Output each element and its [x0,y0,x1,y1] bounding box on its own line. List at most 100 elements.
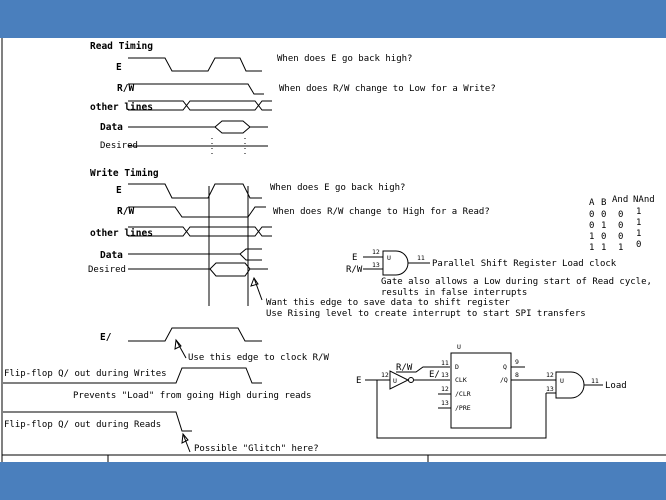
note-clock: Use this edge to clock R/W [188,353,329,363]
note-prevents: Prevents "Load" from going High during r… [73,391,311,401]
truth-cell: 1 [589,243,594,253]
gate-pin: 11 [417,254,425,262]
truth-cell: 1 [589,232,594,242]
circuit-ebar-label: E/ [429,370,440,380]
read-rw-label: R/W [117,83,134,94]
circuit-pin: 11 [591,377,599,385]
ff-pin-q: Q [503,363,507,371]
read-other-waveform [128,100,272,111]
circuit-pin: 13 [546,385,554,393]
note-gate2: results in false interrupts [381,288,527,298]
ff-pin-clk: CLK [455,376,467,384]
truth-cell: 1 [601,221,606,231]
write-title: Write Timing [90,168,159,179]
ff-reads-waveform [3,411,192,432]
gate-e-label: E [352,253,357,263]
read-q1: When does E go back high? [277,54,412,64]
truth-cell: 0 [618,221,623,231]
write-e-waveform [128,183,262,199]
write-desired-label: Desired [88,265,126,275]
truth-header-b: B [601,198,606,208]
write-desired-waveform [128,262,268,277]
and-gate-unit: U [560,377,564,385]
circuit-pin: 12 [546,371,554,379]
flipflop-box [450,352,512,429]
truth-cell: 0 [589,221,594,231]
circuit-pin: 13 [441,399,449,407]
write-q1: When does E go back high? [270,183,405,193]
ff-pin-pre: /PRE [455,404,471,412]
ff-writes-label: Flip-flop Q/ out during Writes [4,369,167,379]
truth-cell: 1 [636,229,641,239]
read-e-label: E [116,62,122,73]
ebar-label: E/ [100,332,112,343]
write-rw-label: R/W [117,206,134,217]
clock-arrow [175,339,187,359]
write-e-label: E [116,185,122,196]
truth-header-a: A [589,198,595,208]
flipflop-unit: U [457,343,461,351]
circuit-e-label: E [356,376,361,386]
gate-pin: 13 [372,261,380,269]
read-data-label: Data [100,122,123,133]
note-gate1: Gate also allows a Low during start of R… [381,277,652,287]
truth-cell: 0 [601,210,606,220]
glitch-arrow [182,433,191,453]
feedback-wire [376,380,547,439]
glitch-arrow-head [181,432,189,444]
write-data-waveform [128,248,262,261]
inverter [389,370,410,390]
gate-output-label: Parallel Shift Register Load clock [432,259,617,269]
circuit-rw-label: R/W [396,363,413,373]
note-edge2: Use Rising level to create interrupt to … [266,309,586,319]
read-rw-waveform [128,83,264,95]
diagram-canvas: Read Timing E When does E go back high? … [0,38,666,462]
truth-cell: 1 [636,207,641,217]
read-title: Read Timing [90,41,153,52]
note-glitch: Possible "Glitch" here? [194,444,319,454]
truth-table: A B And NAnd 0 0 0 1 0 1 0 1 1 0 0 1 1 1… [589,195,655,253]
ff-pin-clr: /CLR [455,390,471,398]
ebar-waveform [128,327,262,342]
circuit-pin: 9 [515,358,519,366]
gate-pin: 12 [372,248,380,256]
edge-arrow-head [250,276,259,287]
truth-cell: 1 [618,243,623,253]
truth-cell: 0 [589,210,594,220]
circuit-pin: 8 [515,371,519,379]
write-rw-waveform [128,206,266,218]
truth-cell: 0 [601,232,606,242]
clock-arrow-head [174,338,182,350]
truth-header-nand: NAnd [633,195,655,205]
and-gate-load-clock: E R/W 12 13 U 11 Parallel Shift Register… [346,248,617,276]
truth-cell: 0 [636,240,641,250]
read-e-waveform [128,57,262,72]
and-gate-load [555,371,585,399]
circuit-pin: 11 [441,359,449,367]
note-edge1: Want this edge to save data to shift reg… [266,298,510,308]
circuit-pin: 12 [381,371,389,379]
read-desired-label: Desired [100,141,138,151]
edge-arrow [253,277,263,301]
timing-diagram: Read Timing E When does E go back high? … [1,38,666,462]
gate-unit: U [387,254,391,262]
write-data-label: Data [100,250,123,261]
top-window-bar [0,0,666,38]
circuit-pin: 13 [441,371,449,379]
write-other-waveform [128,226,272,237]
truth-cell: 0 [618,210,623,220]
ff-writes-waveform [3,367,262,384]
write-other-label: other lines [90,228,153,239]
ff-pin-qbar: /Q [500,376,508,384]
truth-cell: 1 [636,218,641,228]
read-other-label: other lines [90,102,153,113]
truth-cell: 0 [618,232,623,242]
inverter-unit: U [393,377,397,385]
ff-pin-d: D [455,363,459,371]
write-q2: When does R/W change to High for a Read? [273,207,490,217]
truth-header-and: And [612,195,628,205]
flipflop-circuit: E 12 U E/ 13 R/W 11 U D CLK /CLR /PRE Q … [356,343,627,439]
circuit-pin: 12 [441,385,449,393]
circuit-load-label: Load [605,381,627,391]
read-q2: When does R/W change to Low for a Write? [279,84,496,94]
